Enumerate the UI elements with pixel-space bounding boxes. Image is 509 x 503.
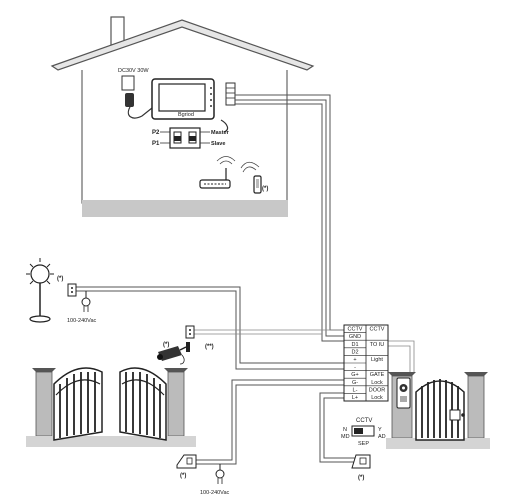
lamp-optional-mark: (*): [57, 276, 63, 282]
terminal-left-label: G+: [351, 372, 359, 378]
bottom-voltage: 100-240Vac: [200, 490, 230, 496]
wiring: [76, 94, 415, 465]
switch-left-top: N: [343, 427, 347, 433]
terminal-right-label: Light: [371, 357, 383, 363]
cctv-switch: CCTV N MD Y AD SEP: [341, 418, 386, 447]
terminal-left-label: -: [354, 365, 356, 371]
terminal-left-label: +: [353, 357, 356, 363]
gate-motor-optional-mark: (*): [180, 473, 186, 479]
terminal-left-label: D1: [351, 342, 358, 348]
lamp-voltage: 100-240Vac: [67, 318, 97, 324]
indoor-monitor: Bgriod: [151, 78, 236, 133]
master-slave-switch: P2 P1 Master Slave: [152, 127, 230, 149]
door-gate: [386, 372, 490, 449]
swing-gate: [26, 367, 196, 447]
house-floor: [82, 200, 288, 217]
camera-optional-mark: (*): [163, 342, 169, 348]
phone-optional-mark: (*): [262, 186, 268, 192]
phone-icon: (*): [240, 161, 268, 194]
terminal-left-label: L+: [352, 395, 358, 401]
monitor-brand: Bgriod: [178, 112, 194, 118]
terminal-right-label: Lock: [371, 380, 383, 386]
terminal-left-label: GND: [349, 334, 361, 340]
terminal-left-label: G-: [352, 380, 358, 386]
switch-bottom: SEP: [358, 441, 369, 447]
p1-label: P1: [152, 141, 160, 147]
switch-right-top: Y: [378, 427, 382, 433]
power-adapter: DC30V 30W: [118, 68, 153, 119]
outdoor-station: [396, 377, 411, 409]
terminal-left-label: L-: [353, 387, 358, 393]
terminal-left-label: D2: [351, 349, 358, 355]
terminal-left-label: CCTV: [348, 327, 363, 333]
gate-motor: (*) 100-240Vac: [176, 454, 230, 496]
switch-left-bottom: MD: [341, 434, 350, 440]
garden-lamp: (*) 100-240Vac: [26, 258, 97, 324]
camera-double-mark: (**): [205, 344, 214, 350]
door-lock: [449, 409, 461, 421]
terminal-right-label: Lock: [371, 395, 383, 401]
terminal-right-label: GATE: [370, 372, 385, 378]
door-lock-device: (*): [351, 454, 371, 481]
power-label: DC30V 30W: [118, 68, 149, 74]
slave-label: Slave: [211, 141, 225, 147]
cctv-camera: (*) (**): [157, 325, 214, 365]
switch-title: CCTV: [356, 418, 372, 424]
roof: [50, 19, 315, 71]
router-icon: [199, 156, 236, 189]
master-label: Master: [211, 130, 230, 136]
switch-right-bottom: AD: [378, 434, 386, 440]
monitor-screen: [158, 83, 206, 112]
door-lock-optional-mark: (*): [358, 475, 364, 481]
terminal-right-label: DOOR: [369, 387, 386, 393]
p2-label: P2: [152, 130, 160, 136]
terminal-right-label: TO IU: [370, 342, 385, 348]
terminal-right-label: CCTV: [370, 327, 385, 333]
